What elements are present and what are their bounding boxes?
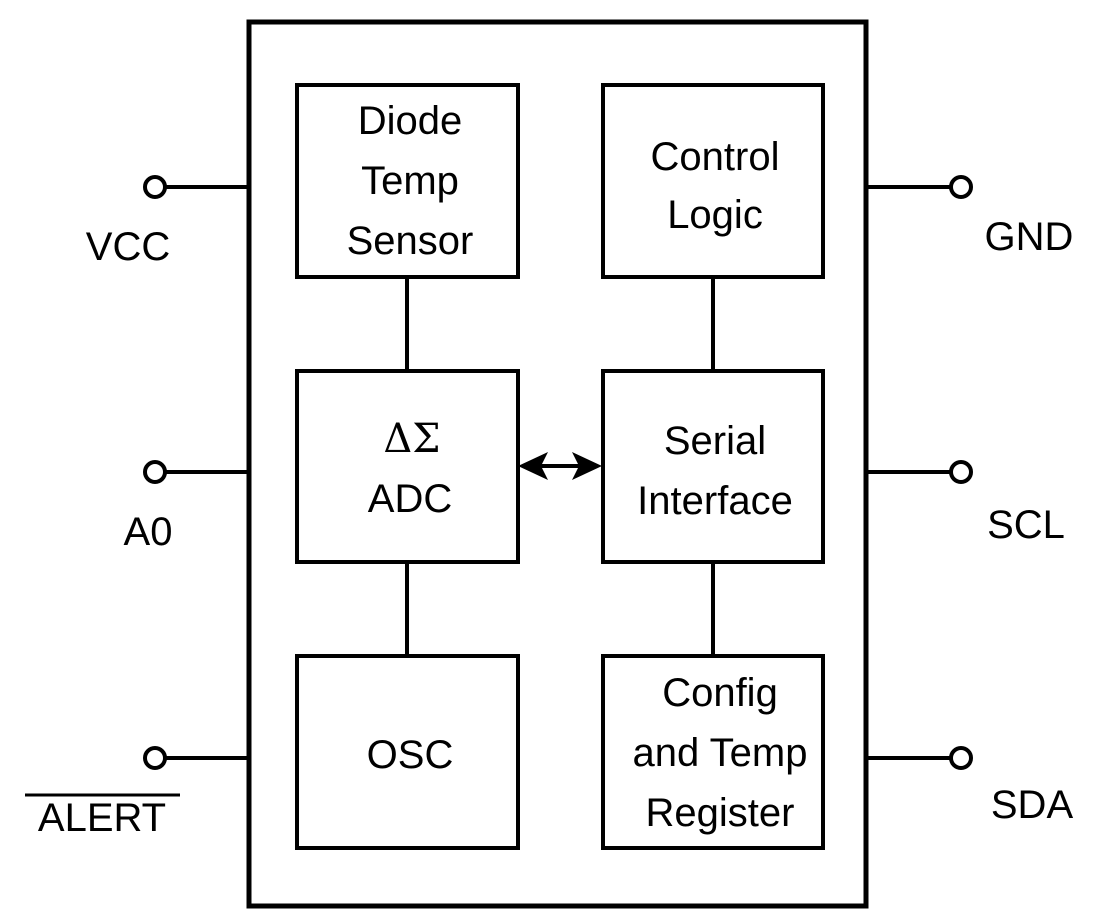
- block-register-line-1: Config: [662, 671, 778, 715]
- block-register-line-2: and Temp: [633, 731, 808, 775]
- block-diode-line-3: Sensor: [347, 219, 474, 263]
- bidirectional-arrow-icon: [518, 452, 602, 480]
- block-diode-temp-sensor: Diode Temp Sensor: [295, 83, 520, 279]
- pin-a0: A0: [124, 460, 249, 554]
- chip-outline: [246, 19, 869, 909]
- block-diode-line-2: Temp: [361, 159, 459, 203]
- block-osc: OSC: [295, 654, 520, 850]
- block-adc-label: ADC: [368, 477, 452, 521]
- block-delta-sigma-adc: ΔΣ ADC: [295, 369, 520, 564]
- pin-label-gnd: GND: [985, 215, 1074, 259]
- pin-vcc: VCC: [86, 175, 249, 269]
- block-register-line-3: Register: [646, 791, 795, 835]
- pin-alert: ALERT: [25, 746, 249, 840]
- pin-scl: SCL: [866, 460, 1065, 547]
- pin-gnd: GND: [866, 175, 1074, 259]
- pin-label-alert: ALERT: [38, 796, 166, 840]
- block-adc-symbol: ΔΣ: [383, 416, 440, 462]
- block-serial-line-2: Interface: [637, 479, 793, 523]
- pin-label-vcc: VCC: [86, 225, 170, 269]
- block-diode-line-1: Diode: [358, 99, 463, 143]
- pin-label-a0: A0: [124, 510, 173, 554]
- pin-label-sda: SDA: [991, 783, 1074, 827]
- block-control-logic: Control Logic: [601, 83, 825, 279]
- block-serial-line-1: Serial: [664, 419, 766, 463]
- block-osc-label: OSC: [367, 733, 454, 777]
- block-serial-interface: Serial Interface: [601, 369, 825, 564]
- pin-sda: SDA: [866, 746, 1074, 827]
- block-config-temp-register: Config and Temp Register: [601, 654, 825, 850]
- pin-label-scl: SCL: [987, 503, 1065, 547]
- block-control-line-2: Logic: [667, 193, 763, 237]
- block-control-line-1: Control: [651, 135, 780, 179]
